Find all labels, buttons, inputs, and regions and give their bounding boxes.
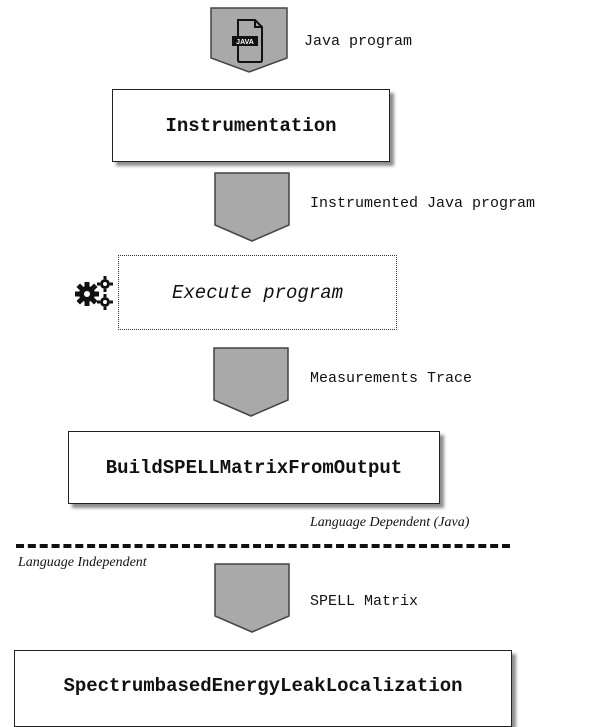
build-spell-matrix-label: BuildSPELLMatrixFromOutput (105, 456, 403, 479)
arrow-3-icon (213, 347, 289, 417)
file-icon-text: JAVA (236, 39, 254, 46)
step-label-measurements-trace: Measurements Trace (310, 370, 473, 387)
instrumentation-box: Instrumentation (112, 89, 390, 162)
step-label-instrumented-java-program: Instrumented Java program (310, 195, 536, 212)
language-independent-label: Language Independent (18, 555, 147, 570)
step-label-java-program: Java program (304, 33, 413, 50)
execute-program-box: Execute program (118, 255, 397, 330)
arrow-4-icon (214, 563, 290, 633)
language-separator-line (16, 544, 510, 548)
instrumentation-label: Instrumentation (165, 114, 337, 137)
build-spell-matrix-box: BuildSPELLMatrixFromOutput (68, 431, 440, 504)
step-label-spell-matrix: SPELL Matrix (310, 593, 419, 610)
execute-program-label: Execute program (171, 281, 344, 304)
gears-icon (75, 276, 113, 310)
spectrum-energy-leak-localization-label: SpectrumbasedEnergyLeakLocalization (63, 675, 463, 697)
spectrum-energy-leak-localization-box: SpectrumbasedEnergyLeakLocalization (14, 650, 512, 727)
language-dependent-label: Language Dependent (Java) (310, 515, 470, 530)
arrow-2-icon (214, 172, 290, 242)
java-file-icon: JAVA (232, 19, 263, 63)
arrow-1-icon: JAVA (210, 7, 288, 73)
